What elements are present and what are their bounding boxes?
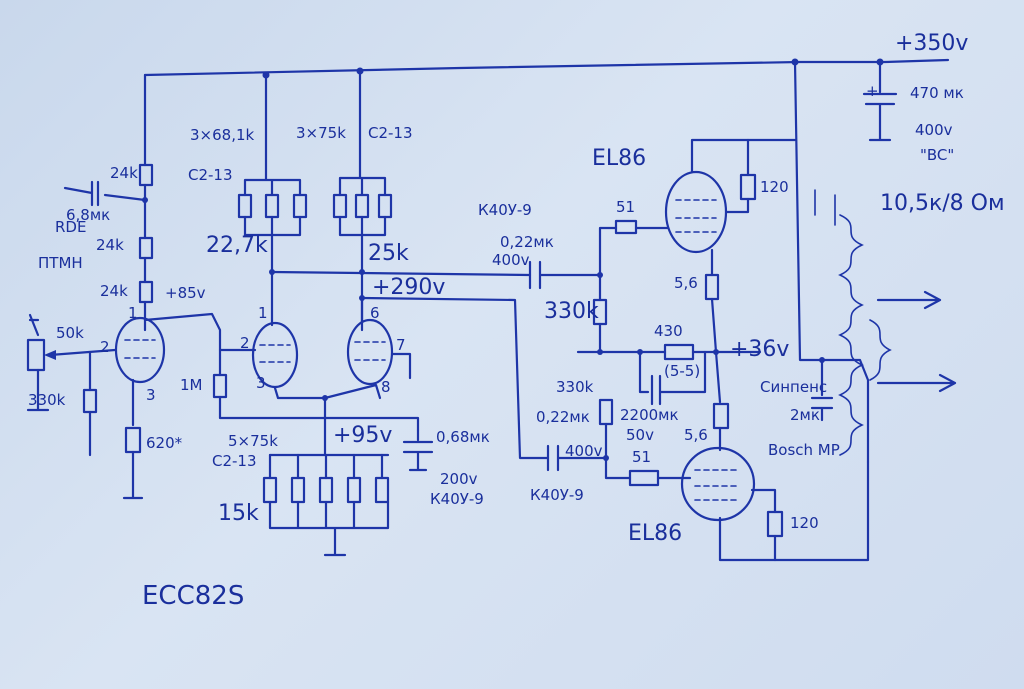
- svg-text:+: +: [866, 82, 879, 100]
- output-bottom-grid-leak: 330k: [556, 378, 594, 396]
- supply-capacitor: +: [862, 60, 898, 142]
- splitter-anode-voltage: +290v: [372, 275, 445, 300]
- splitter-left-bank-type: C2-13: [188, 166, 233, 184]
- input-pin-anode: 1: [128, 304, 138, 322]
- splitter-pin-right-cathode: 8: [381, 378, 391, 396]
- input-pin-cathode: 3: [146, 386, 156, 404]
- input-r-bottom: 24k: [100, 282, 128, 300]
- input-r-mid: 24k: [96, 236, 124, 254]
- output-bottom-tube: EL86: [628, 521, 682, 546]
- input-volume-pot: 50k: [56, 324, 84, 342]
- output-feedback-label: Синпенс: [760, 378, 827, 396]
- splitter-tail-bank-type: C2-13: [212, 452, 257, 470]
- splitter-tail-voltage: +95v: [333, 423, 392, 448]
- splitter-tail-total: 15k: [218, 501, 259, 526]
- output-bottom-cathode-resistor: 5,6: [684, 426, 708, 444]
- output-top-coupling-rating: 400v: [492, 251, 530, 269]
- splitter-grid-leak: 1M: [180, 376, 203, 394]
- input-decoupling-cap: 6,8мк: [66, 206, 110, 224]
- output-top-grid-stopper: 51: [616, 198, 635, 216]
- splitter-right-total: 25k: [368, 241, 409, 266]
- output-stage: [528, 60, 957, 562]
- output-top-tube: EL86: [592, 146, 646, 171]
- phase-splitter: [212, 69, 550, 557]
- splitter-left-bank: 3×68,1k: [190, 126, 255, 144]
- input-r-top: 24k: [110, 164, 138, 182]
- output-bias-cap-model: (5-5): [664, 362, 700, 380]
- splitter-tail-bank: 5×75k: [228, 432, 278, 450]
- output-bottom-coupling-type: К40У-9: [530, 486, 584, 504]
- output-bottom-screen-resistor: 120: [790, 514, 819, 532]
- splitter-left-total: 22,7k: [206, 233, 268, 258]
- input-grid-resistor: 330k: [28, 391, 66, 409]
- splitter-right-bank-type: C2-13: [368, 124, 413, 142]
- tube-type-caption: ECC82S: [142, 581, 244, 611]
- output-top-screen-resistor: 120: [760, 178, 789, 196]
- splitter-pin-left-grid: 2: [240, 334, 250, 352]
- output-bias-cap: 2200мк: [620, 406, 679, 424]
- splitter-pin-left-cathode: 3: [256, 374, 266, 392]
- output-transformer-spec: 10,5к/8 Ом: [880, 191, 1005, 216]
- output-bottom-coupling-rating: 400v: [565, 442, 603, 460]
- output-bias-resistor: 430: [654, 322, 683, 340]
- output-feedback-cap: 2мк: [790, 406, 820, 424]
- output-top-coupling-cap: 0,22мк: [500, 233, 554, 251]
- input-anode-voltage: +85v: [165, 284, 206, 302]
- splitter-bypass-rating: 200v: [440, 470, 478, 488]
- input-stage: [26, 163, 222, 500]
- output-bias-cap-rating: 50v: [626, 426, 654, 444]
- output-top-coupling-type: К40У-9: [478, 201, 532, 219]
- input-pin-grid: 2: [100, 338, 110, 356]
- output-top-grid-leak: 330k: [544, 299, 599, 324]
- splitter-right-bank: 3×75k: [296, 124, 346, 142]
- splitter-pin-right-grid: 7: [396, 336, 406, 354]
- input-note: ПТМН: [38, 254, 83, 272]
- output-top-cathode-resistor: 5,6: [674, 274, 698, 292]
- splitter-pin-left-anode: 1: [258, 304, 268, 322]
- input-cap-type: RDE: [55, 218, 86, 236]
- supply-cap-type: "BC": [920, 146, 954, 164]
- output-bottom-grid-stopper: 51: [632, 448, 651, 466]
- splitter-bypass-cap: 0,68мк: [436, 428, 490, 446]
- splitter-pin-right-anode: 6: [370, 304, 380, 322]
- output-bottom-coupling-cap: 0,22мк: [536, 408, 590, 426]
- supply-cap-rating: 400v: [915, 121, 953, 139]
- input-cathode-resistor: 620*: [146, 434, 183, 452]
- splitter-bypass-type: К40У-9: [430, 490, 484, 508]
- output-feedback-cap-type: Bosch MP: [768, 441, 840, 459]
- output-bias-voltage: +36v: [730, 337, 789, 362]
- supply-voltage: +350v: [895, 31, 968, 56]
- supply-cap-value: 470 мк: [910, 84, 964, 102]
